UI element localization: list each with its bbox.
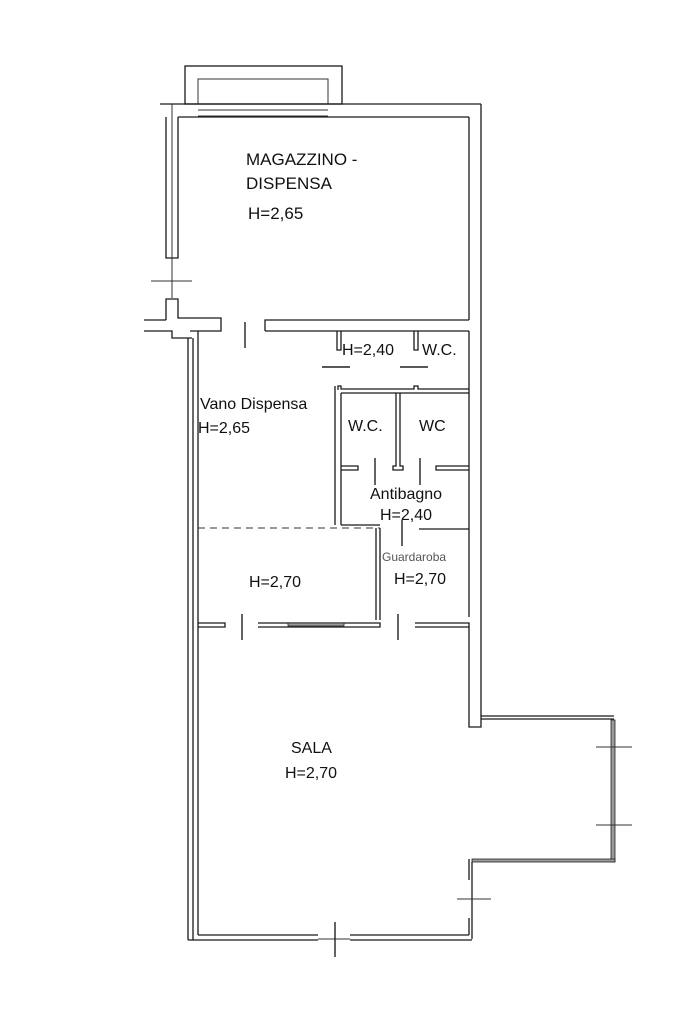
guardaroba-height: H=2,70: [394, 571, 446, 588]
top-balcony: [184, 65, 343, 117]
vano-dispensa-name: Vano Dispensa: [200, 396, 307, 413]
antibagno-name: Antibagno: [370, 486, 442, 503]
magazzino-name-line2: DISPENSA: [246, 174, 333, 193]
sala-name: SALA: [291, 740, 332, 757]
magazzino-walls: [144, 103, 482, 716]
sala-walls: [188, 627, 632, 957]
guardaroba-name: Guardaroba: [382, 550, 446, 564]
upper-service-walls: [322, 331, 470, 617]
wc-top-name: W.C.: [422, 342, 457, 359]
middle-room-walls: [198, 527, 470, 640]
vano-dispensa-height: H=2,65: [198, 420, 250, 437]
left-exterior-wall: [187, 331, 199, 940]
antibagno-height: H=2,40: [380, 507, 432, 524]
sala-height: H=2,70: [285, 765, 337, 782]
corridor-height: H=2,40: [342, 342, 394, 359]
middle-room-height: H=2,70: [249, 574, 301, 591]
magazzino-name-line1: MAGAZZINO -: [246, 150, 357, 169]
magazzino-height: H=2,65: [248, 204, 303, 223]
wc-left-name: W.C.: [348, 418, 383, 435]
wc-right-name: WC: [419, 418, 446, 435]
